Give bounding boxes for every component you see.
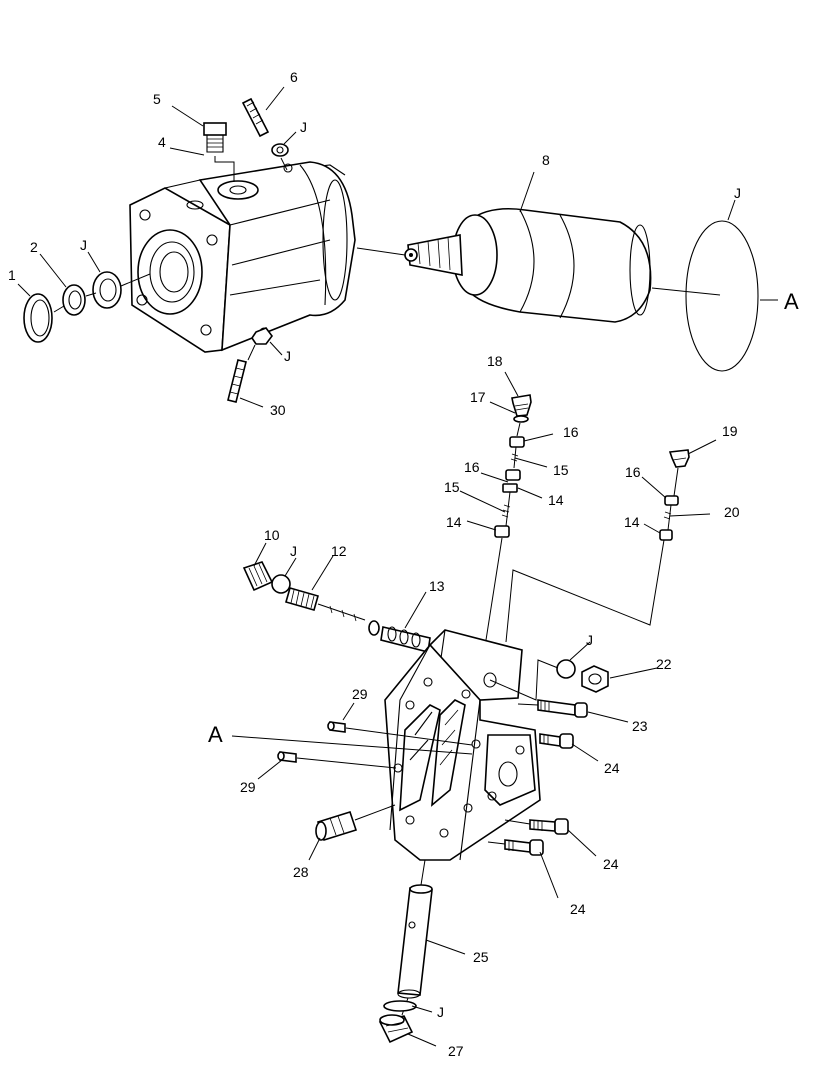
callout-16b: 16 — [464, 459, 480, 475]
oring-right — [556, 659, 576, 679]
spring-12 — [285, 587, 366, 622]
callout-a-top: A — [784, 289, 799, 314]
spring-20 — [663, 511, 672, 520]
callout-15a: 15 — [553, 462, 569, 478]
tube-25 — [397, 884, 433, 999]
callout-27: 27 — [448, 1043, 464, 1059]
pin-29a — [327, 721, 346, 733]
callout-5: 5 — [153, 91, 161, 107]
rotating-group — [404, 207, 652, 323]
callout-24b: 24 — [603, 856, 619, 872]
nut-22 — [581, 665, 609, 693]
callout-14b: 14 — [446, 514, 462, 530]
seal-bottom — [383, 1000, 417, 1012]
callout-j-seal: J — [80, 237, 87, 253]
callout-j-valve: J — [290, 543, 297, 559]
callout-j-plug: J — [300, 119, 307, 135]
seal-17 — [513, 415, 529, 423]
spring-15a — [510, 453, 519, 462]
callout-j-nut: J — [284, 348, 291, 364]
stud — [241, 97, 289, 157]
shaft-seal — [92, 271, 122, 309]
bolt-24a — [539, 733, 574, 749]
callout-16c: 16 — [625, 464, 641, 480]
valve-body — [384, 629, 541, 861]
plug-18 — [511, 394, 532, 417]
callout-23: 23 — [632, 718, 648, 734]
ring-14a — [502, 483, 518, 493]
gasket — [685, 220, 759, 372]
cap-27 — [378, 1014, 414, 1044]
callout-14a: 14 — [548, 492, 564, 508]
plug-19 — [668, 449, 690, 468]
callout-j-oring: J — [586, 632, 593, 648]
callout-29a: 29 — [352, 686, 368, 702]
plug-28 — [315, 811, 358, 841]
callout-16a: 16 — [563, 424, 579, 440]
callout-j-bottom: J — [437, 1004, 444, 1020]
callout-2: 2 — [30, 239, 38, 255]
callout-15b: 15 — [444, 479, 460, 495]
oring-valve — [271, 574, 291, 594]
callout-28: 28 — [293, 864, 309, 880]
bolt-23 — [537, 699, 588, 718]
callout-22: 22 — [656, 656, 672, 672]
callout-24a: 24 — [604, 760, 620, 776]
sleeve-16a — [509, 436, 525, 448]
sleeve-16b — [505, 469, 521, 481]
nut — [251, 327, 273, 345]
spacer-washer — [62, 284, 86, 316]
callouts: 1 2 J 4 5 6 J 8 J A J 30 18 17 16 15 16 … — [8, 69, 799, 1059]
callout-17: 17 — [470, 389, 486, 405]
spool-13 — [368, 620, 431, 653]
callout-a-bottom: A — [208, 722, 223, 747]
callout-20: 20 — [724, 504, 740, 520]
callout-30: 30 — [270, 402, 286, 418]
ring-14c — [659, 529, 673, 541]
ring-14b — [494, 525, 510, 538]
pump-housing — [129, 161, 356, 353]
callout-18: 18 — [487, 353, 503, 369]
callout-29b: 29 — [240, 779, 256, 795]
callout-14c: 14 — [624, 514, 640, 530]
plug — [203, 122, 227, 153]
stud-30 — [227, 359, 247, 403]
callout-24c: 24 — [570, 901, 586, 917]
callout-1: 1 — [8, 267, 16, 283]
bolt-24b — [529, 818, 569, 835]
callout-8: 8 — [542, 152, 550, 168]
bolt-24c — [504, 839, 544, 856]
callout-25: 25 — [473, 949, 489, 965]
callout-4: 4 — [158, 134, 166, 150]
callout-13: 13 — [429, 578, 445, 594]
pin-29b — [277, 751, 297, 763]
callout-6: 6 — [290, 69, 298, 85]
spring-15b — [501, 504, 511, 518]
sleeve-16c — [664, 495, 679, 506]
callout-19: 19 — [722, 423, 738, 439]
valve-plug-10 — [242, 561, 274, 592]
callout-10: 10 — [264, 527, 280, 543]
callout-j-gasket: J — [734, 185, 741, 201]
callout-12: 12 — [331, 543, 347, 559]
retaining-ring — [23, 293, 53, 343]
